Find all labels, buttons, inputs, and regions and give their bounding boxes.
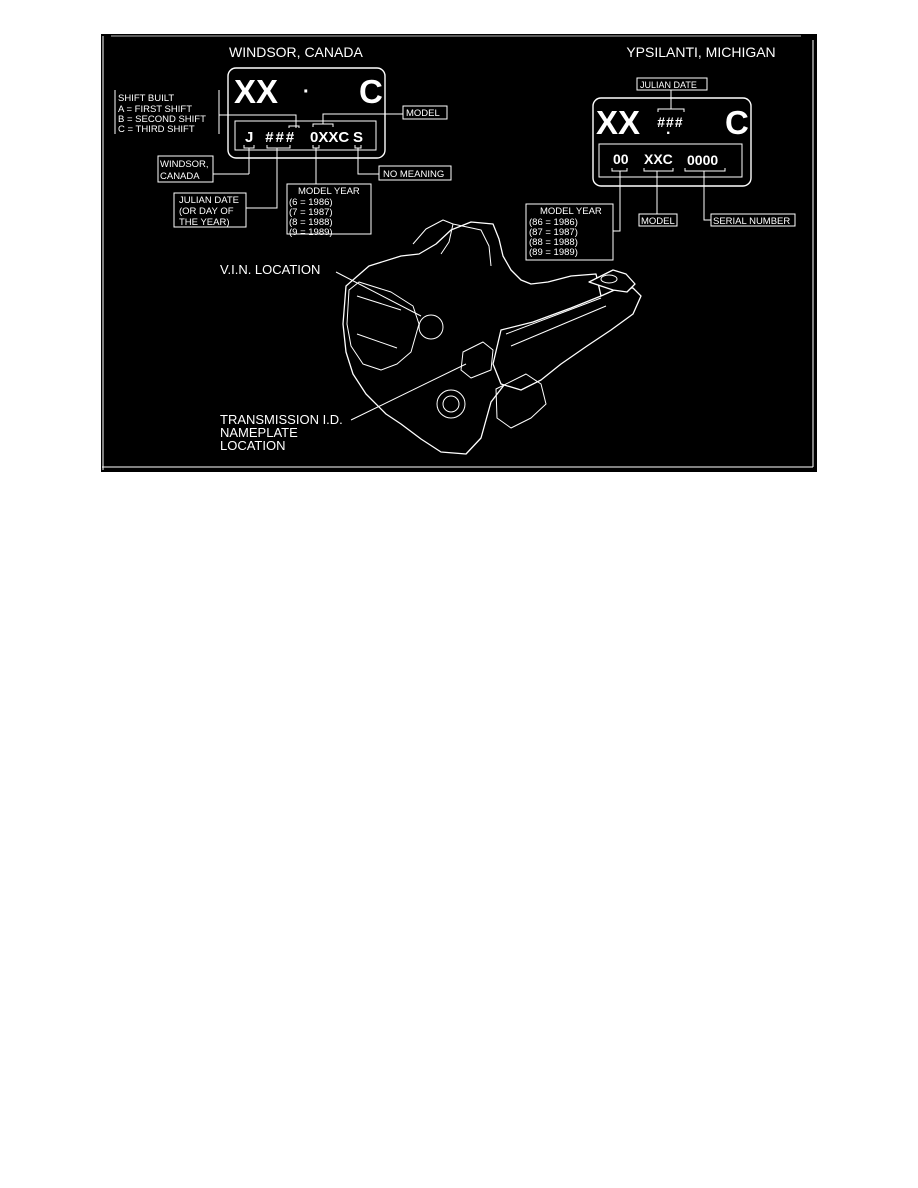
ypsilanti-my-87: (87 = 1987) (529, 227, 578, 238)
transmission-id-diagram: WINDSOR, CANADA XX · C J ### 0XXC S SHIF… (101, 34, 817, 472)
ypsilanti-code-box (598, 143, 743, 178)
plant-label-line1: WINDSOR, (160, 159, 209, 170)
ypsilanti-plate-xx: XX (596, 104, 640, 141)
ypsilanti-model-year-title: MODEL YEAR (540, 206, 602, 217)
nameplate-callout: TRANSMISSION I.D. NAMEPLATE LOCATION (220, 363, 467, 453)
nameplate-label-line3: LOCATION (220, 438, 286, 453)
windsor-section: WINDSOR, CANADA XX · C J ### 0XXC S SHIF… (114, 44, 452, 238)
julian-label-line3: THE YEAR) (179, 217, 230, 228)
windsor-code-suffix: S (353, 129, 363, 146)
windsor-model-year-title: MODEL YEAR (298, 186, 360, 197)
serial-number-label-box (710, 213, 796, 227)
windsor-code-julian: ### (265, 129, 296, 146)
ypsilanti-my-89: (89 = 1989) (529, 247, 578, 258)
vin-callout: V.I.N. LOCATION (220, 262, 422, 317)
julian-label-box (173, 192, 247, 228)
shift-built-label: SHIFT BUILT A = FIRST SHIFT B = SECOND S… (114, 90, 300, 135)
julian-label-line2: (OR DAY OF (179, 206, 234, 217)
ypsilanti-plate-c: C (725, 104, 749, 141)
ypsilanti-plate (592, 97, 752, 187)
ypsilanti-model-label-box (638, 213, 678, 227)
no-meaning-label: NO MEANING (383, 169, 444, 180)
windsor-model-label: MODEL (406, 108, 440, 119)
ypsilanti-title: YPSILANTI, MICHIGAN (626, 44, 775, 60)
windsor-my-9: (9 = 1989) (289, 227, 333, 238)
serial-number-label: SERIAL NUMBER (713, 216, 790, 227)
plant-label-box (157, 155, 214, 183)
windsor-model-label-box (402, 105, 448, 120)
ypsilanti-julian-label-box (636, 77, 708, 91)
windsor-code-box (234, 120, 377, 151)
ypsilanti-section: YPSILANTI, MICHIGAN JULIAN DATE XX ### ·… (525, 44, 796, 261)
windsor-my-7: (7 = 1987) (289, 207, 333, 218)
no-meaning-box (378, 165, 452, 181)
ypsilanti-code-year: 00 (613, 151, 629, 167)
windsor-my-8: (8 = 1988) (289, 217, 333, 228)
shift-a: A = FIRST SHIFT (118, 104, 192, 115)
julian-label-line1: JULIAN DATE (179, 195, 239, 206)
ypsilanti-my-88: (88 = 1988) (529, 237, 578, 248)
nameplate-label-line1: TRANSMISSION I.D. (220, 412, 343, 427)
plant-label-line2: CANADA (160, 171, 200, 182)
shift-b: B = SECOND SHIFT (118, 114, 206, 125)
windsor-plate-c: C (359, 73, 383, 110)
windsor-plate-xx: XX (234, 73, 278, 110)
windsor-plate-dot: · (303, 81, 310, 103)
transmission-illustration (342, 219, 642, 455)
ypsilanti-plate-julian: ### (657, 114, 683, 130)
ypsilanti-model-label: MODEL (641, 216, 675, 227)
ypsilanti-model-year-box (525, 203, 614, 261)
shift-c: C = THIRD SHIFT (118, 124, 195, 135)
windsor-code-plant: J (245, 129, 253, 146)
ypsilanti-plate-dot: · (666, 125, 671, 142)
ypsilanti-julian-label: JULIAN DATE (640, 80, 697, 90)
ypsilanti-code-serial: 0000 (687, 152, 718, 168)
ypsilanti-my-86: (86 = 1986) (529, 217, 578, 228)
vin-location-label: V.I.N. LOCATION (220, 262, 320, 277)
windsor-code-model: 0XXC (310, 129, 349, 146)
windsor-model-year-box (286, 183, 372, 235)
windsor-my-6: (6 = 1986) (289, 197, 333, 208)
windsor-title: WINDSOR, CANADA (229, 44, 363, 60)
windsor-plate (227, 67, 386, 159)
nameplate-label-line2: NAMEPLATE (220, 425, 298, 440)
shift-built-title: SHIFT BUILT (118, 93, 174, 104)
ypsilanti-code-model: XXC (644, 151, 673, 167)
